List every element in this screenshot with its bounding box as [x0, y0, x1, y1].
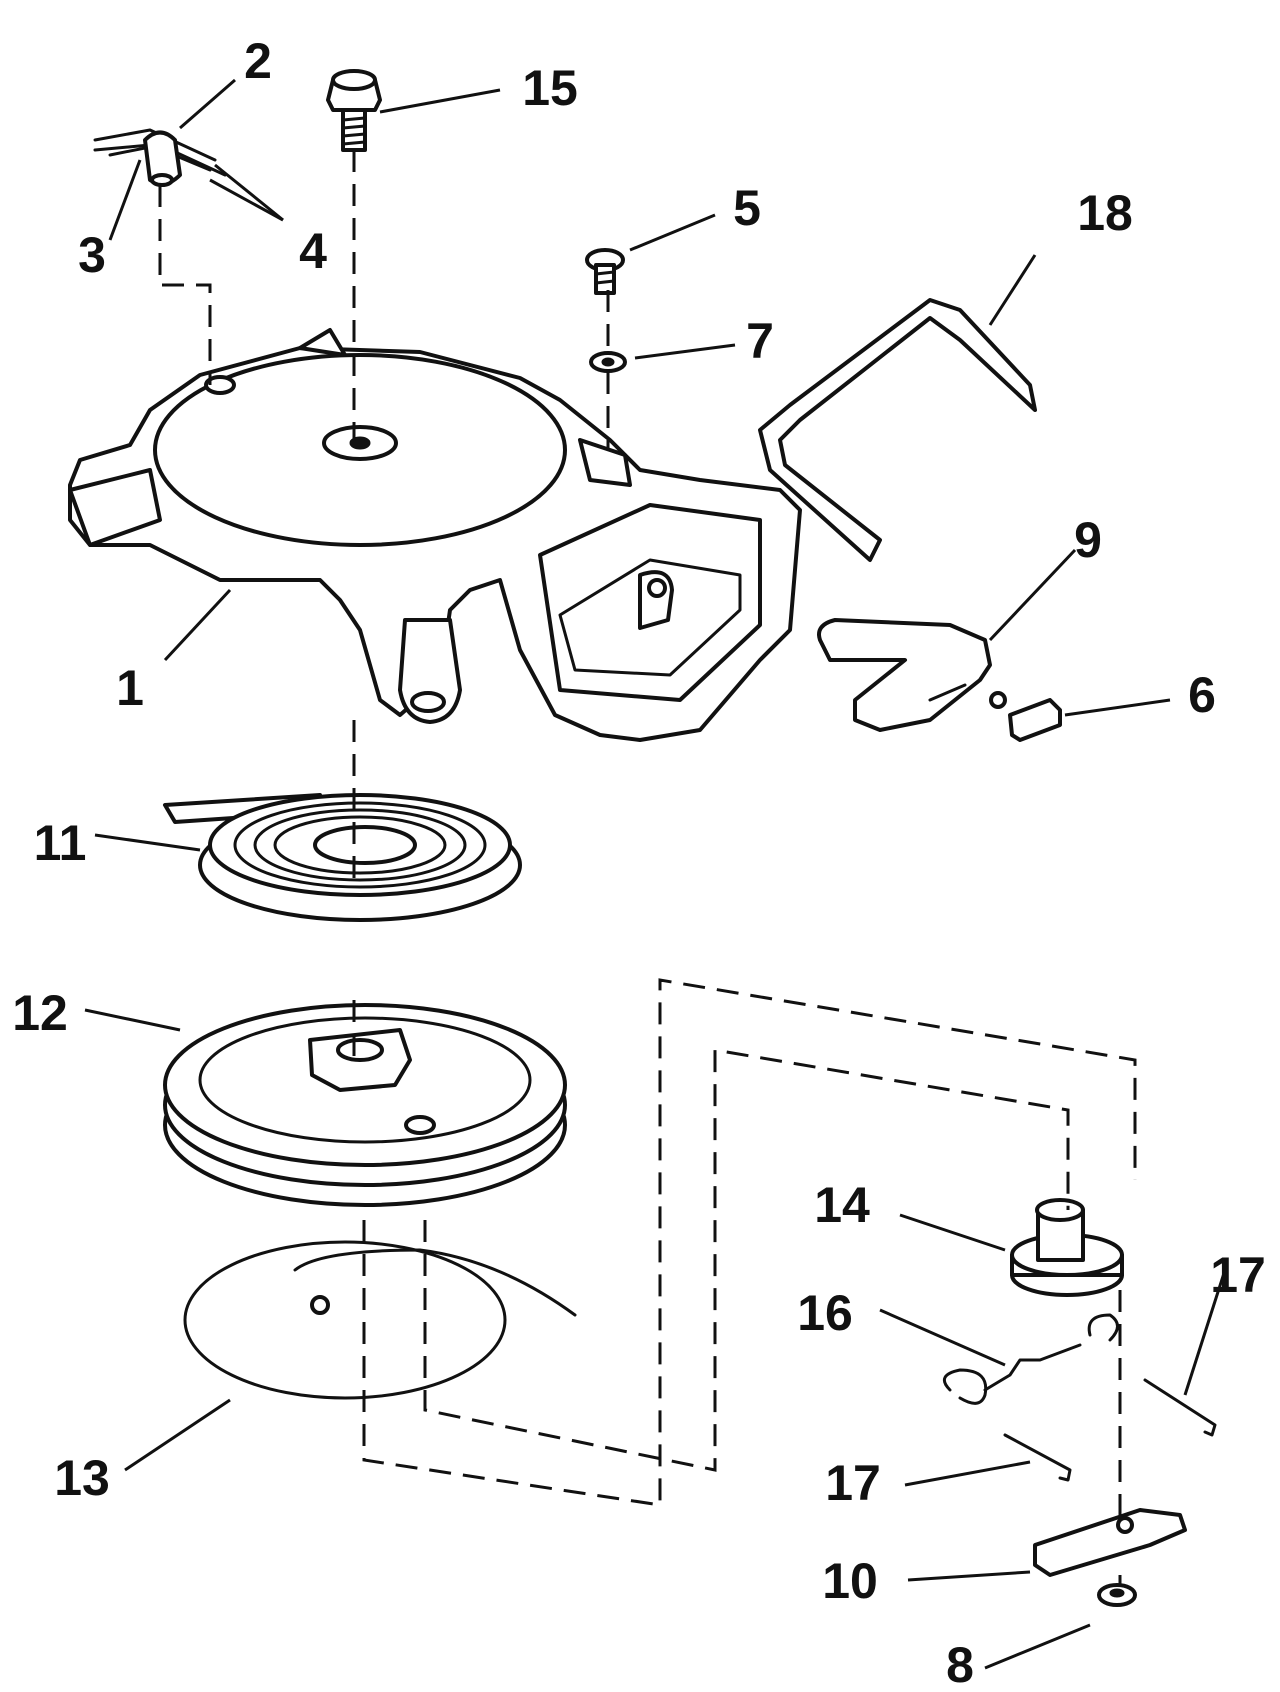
callout-12: 12 [12, 985, 68, 1041]
callout-16: 16 [797, 1285, 853, 1341]
starter-housing [68, 328, 802, 742]
callout-10: 10 [822, 1553, 878, 1609]
small-spring-lower [1003, 1433, 1072, 1482]
callout-14: 14 [814, 1177, 870, 1233]
starter-rope [183, 1240, 577, 1400]
callout-3: 3 [78, 227, 106, 283]
callout-7: 7 [746, 313, 774, 369]
pawl [1033, 1508, 1187, 1577]
callout-15: 15 [522, 60, 578, 116]
callout-17-upper: 17 [1210, 1247, 1266, 1303]
center-screw [326, 69, 382, 152]
washer [589, 351, 627, 373]
starter-pulley [163, 1003, 567, 1207]
callouts: 2 15 5 18 4 3 7 9 6 1 11 12 14 17 16 13 … [12, 33, 1266, 1692]
callout-18: 18 [1077, 185, 1133, 241]
small-screw [585, 248, 625, 295]
callout-8: 8 [946, 1637, 974, 1692]
link-spring [942, 1313, 1119, 1405]
assembly-lines [158, 150, 1137, 1585]
rope-handle [817, 618, 992, 732]
callout-5: 5 [733, 180, 761, 236]
callout-13: 13 [54, 1450, 110, 1506]
callout-4: 4 [299, 223, 327, 279]
retaining-clip [1097, 1583, 1137, 1607]
callout-2: 2 [244, 33, 272, 89]
callout-6: 6 [1188, 667, 1216, 723]
pin-clip-assembly [93, 128, 227, 187]
callout-11: 11 [34, 815, 87, 871]
rewind-spring [163, 793, 522, 922]
callout-1: 1 [116, 660, 144, 716]
leader-lines [84, 78, 1227, 1670]
u-bracket [758, 298, 1037, 562]
small-spring-upper [1143, 1378, 1217, 1437]
cam [1010, 1198, 1124, 1297]
callout-9: 9 [1074, 512, 1102, 568]
callout-17-lower: 17 [825, 1455, 881, 1511]
handle-insert [989, 691, 1062, 742]
